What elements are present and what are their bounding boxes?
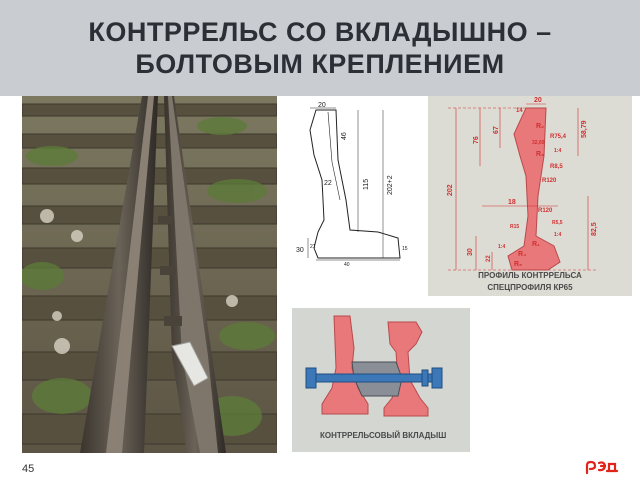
technical-drawing-svg: 20 46 22 115 202+2 30 21 15 40 bbox=[296, 102, 408, 268]
dim-202: 202 bbox=[447, 184, 454, 196]
guard-rail-photo bbox=[22, 96, 277, 453]
profile-caption-line-1: ПРОФИЛЬ КОНТРРЕЛЬСА bbox=[478, 271, 582, 280]
slope-1-4-right: 1:4 bbox=[554, 232, 561, 238]
dim-82-5: 82,5 bbox=[591, 222, 598, 236]
radius-r120-top: R120 bbox=[542, 178, 557, 184]
guard-rail-photo-image bbox=[22, 96, 277, 453]
radius-r4: R₄ bbox=[518, 251, 526, 258]
dim-40: 40 bbox=[344, 262, 350, 268]
dim-76: 76 bbox=[473, 136, 480, 144]
dim-30: 30 bbox=[467, 248, 474, 256]
dim-20: 20 bbox=[318, 102, 326, 109]
dim-15: 15 bbox=[402, 246, 408, 252]
profile-diagram-svg: 20 14 67 76 58,79 202 18 82,5 30 22 R₂ R… bbox=[447, 97, 598, 292]
dim-30: 30 bbox=[296, 247, 304, 254]
title-line-2: БОЛТОВЫМ КРЕПЛЕНИЕМ bbox=[135, 49, 505, 79]
guard-rail-technical-drawing: 20 46 22 115 202+2 30 21 15 40 bbox=[288, 100, 418, 270]
bolt-nut bbox=[431, 367, 443, 389]
radius-r120-bottom: R120 bbox=[538, 208, 553, 214]
insert-caption: КОНТРРЕЛЬСОВЫЙ ВКЛАДЫШ bbox=[320, 431, 446, 440]
guard-rail-insert-diagram: КОНТРРЕЛЬСОВЫЙ ВКЛАДЫШ bbox=[292, 308, 470, 452]
dim-67: 67 bbox=[493, 126, 500, 134]
dim-22: 22 bbox=[486, 255, 492, 262]
slope-1-4-top: 1:4 bbox=[554, 148, 561, 154]
radius-r2: R₂ bbox=[536, 123, 544, 130]
dim-46: 46 bbox=[341, 132, 348, 140]
slide-number: 45 bbox=[22, 463, 35, 475]
slope-1-4-left: 1:4 bbox=[498, 244, 505, 250]
washer bbox=[421, 369, 429, 387]
radius-r1: R₁ bbox=[532, 241, 540, 248]
title-bar bbox=[0, 0, 640, 96]
dim-115: 115 bbox=[363, 179, 370, 190]
dim-21: 21 bbox=[310, 244, 316, 250]
radius-r3: R₃ bbox=[536, 151, 544, 158]
radius-r5-5: R5,5 bbox=[552, 220, 563, 226]
dim-22: 22 bbox=[324, 180, 332, 187]
slide-title: КОНТРРЕЛЬС СО ВКЛАДЫШНО – БОЛТОВЫМ КРЕПЛ… bbox=[20, 16, 620, 80]
running-rail-shape bbox=[321, 315, 369, 415]
dim-202: 202+2 bbox=[387, 175, 394, 195]
bolt-head bbox=[305, 367, 317, 389]
dim-32-69: 32,69 bbox=[532, 140, 545, 146]
radius-r8-5: R8,5 bbox=[550, 164, 563, 170]
title-line-1: КОНТРРЕЛЬС СО ВКЛАДЫШНО – bbox=[88, 17, 552, 47]
dim-58-79: 58,79 bbox=[581, 120, 588, 138]
dim-20: 20 bbox=[534, 97, 542, 104]
rzd-logo bbox=[583, 459, 619, 475]
insert-diagram-svg: КОНТРРЕЛЬСОВЫЙ ВКЛАДЫШ bbox=[305, 315, 446, 440]
radius-r75-4: R75,4 bbox=[550, 134, 567, 140]
radius-r5: R₅ bbox=[514, 261, 522, 268]
dim-14: 14 bbox=[516, 108, 523, 114]
guard-rail-profile-diagram: 20 14 67 76 58,79 202 18 82,5 30 22 R₂ R… bbox=[428, 96, 632, 296]
rzd-logo-icon bbox=[585, 460, 619, 475]
dim-18: 18 bbox=[508, 199, 516, 206]
profile-caption-line-2: СПЕЦПРОФИЛЯ КР65 bbox=[487, 283, 573, 292]
radius-r15: R15 bbox=[510, 224, 519, 230]
